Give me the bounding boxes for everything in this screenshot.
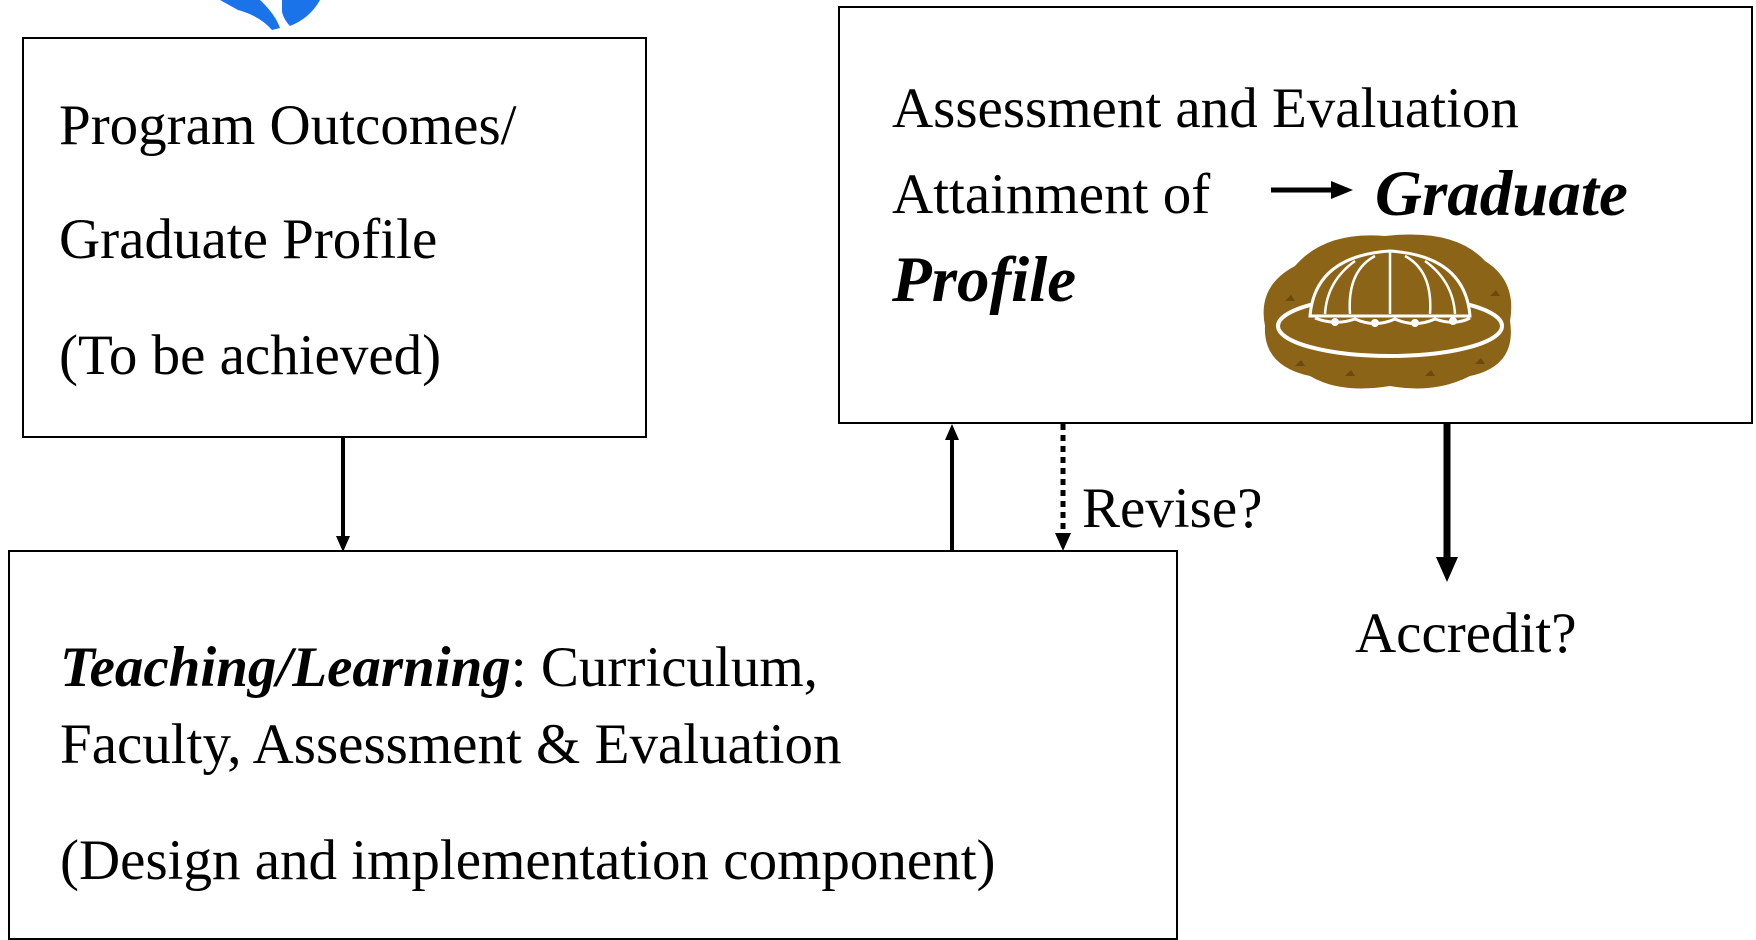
profile-emphasis: Profile xyxy=(892,244,1077,316)
teaching-line-1: Teaching/Learning: Curriculum, xyxy=(60,639,818,696)
program-outcomes-box: Program Outcomes/ Graduate Profile (To b… xyxy=(22,37,647,438)
teaching-line-3: (Design and implementation component) xyxy=(60,829,996,892)
revise-label: Revise? xyxy=(1082,477,1263,540)
outcomes-line-3: (To be achieved) xyxy=(59,324,442,387)
teaching-line-1-rest: : Curriculum, xyxy=(510,636,818,699)
arrow-teaching-to-assessment xyxy=(945,424,959,550)
pudding-clipart-icon xyxy=(1263,234,1512,389)
assessment-line-1: Assessment and Evaluation xyxy=(892,77,1519,140)
arrow-revise-dotted xyxy=(1055,424,1071,551)
assessment-box: Assessment and Evaluation Attainment of … xyxy=(838,6,1753,424)
graduate-emphasis: Graduate xyxy=(1375,158,1628,230)
right-arrow-icon xyxy=(1271,181,1353,199)
teaching-line-2: Faculty, Assessment & Evaluation xyxy=(60,713,842,776)
outcomes-line-2: Graduate Profile xyxy=(59,208,438,271)
arrow-outcomes-to-teaching xyxy=(336,438,350,552)
teaching-learning-emphasis: Teaching/Learning xyxy=(60,636,511,699)
blue-logo-fragment xyxy=(220,0,320,30)
teaching-learning-box: Teaching/Learning: Curriculum, Faculty, … xyxy=(8,550,1178,940)
arrow-to-accredit xyxy=(1436,424,1458,582)
outcomes-line-1: Program Outcomes/ xyxy=(59,94,517,157)
accredit-label: Accredit? xyxy=(1355,602,1577,665)
assessment-line-2-prefix: Attainment of xyxy=(892,163,1211,226)
